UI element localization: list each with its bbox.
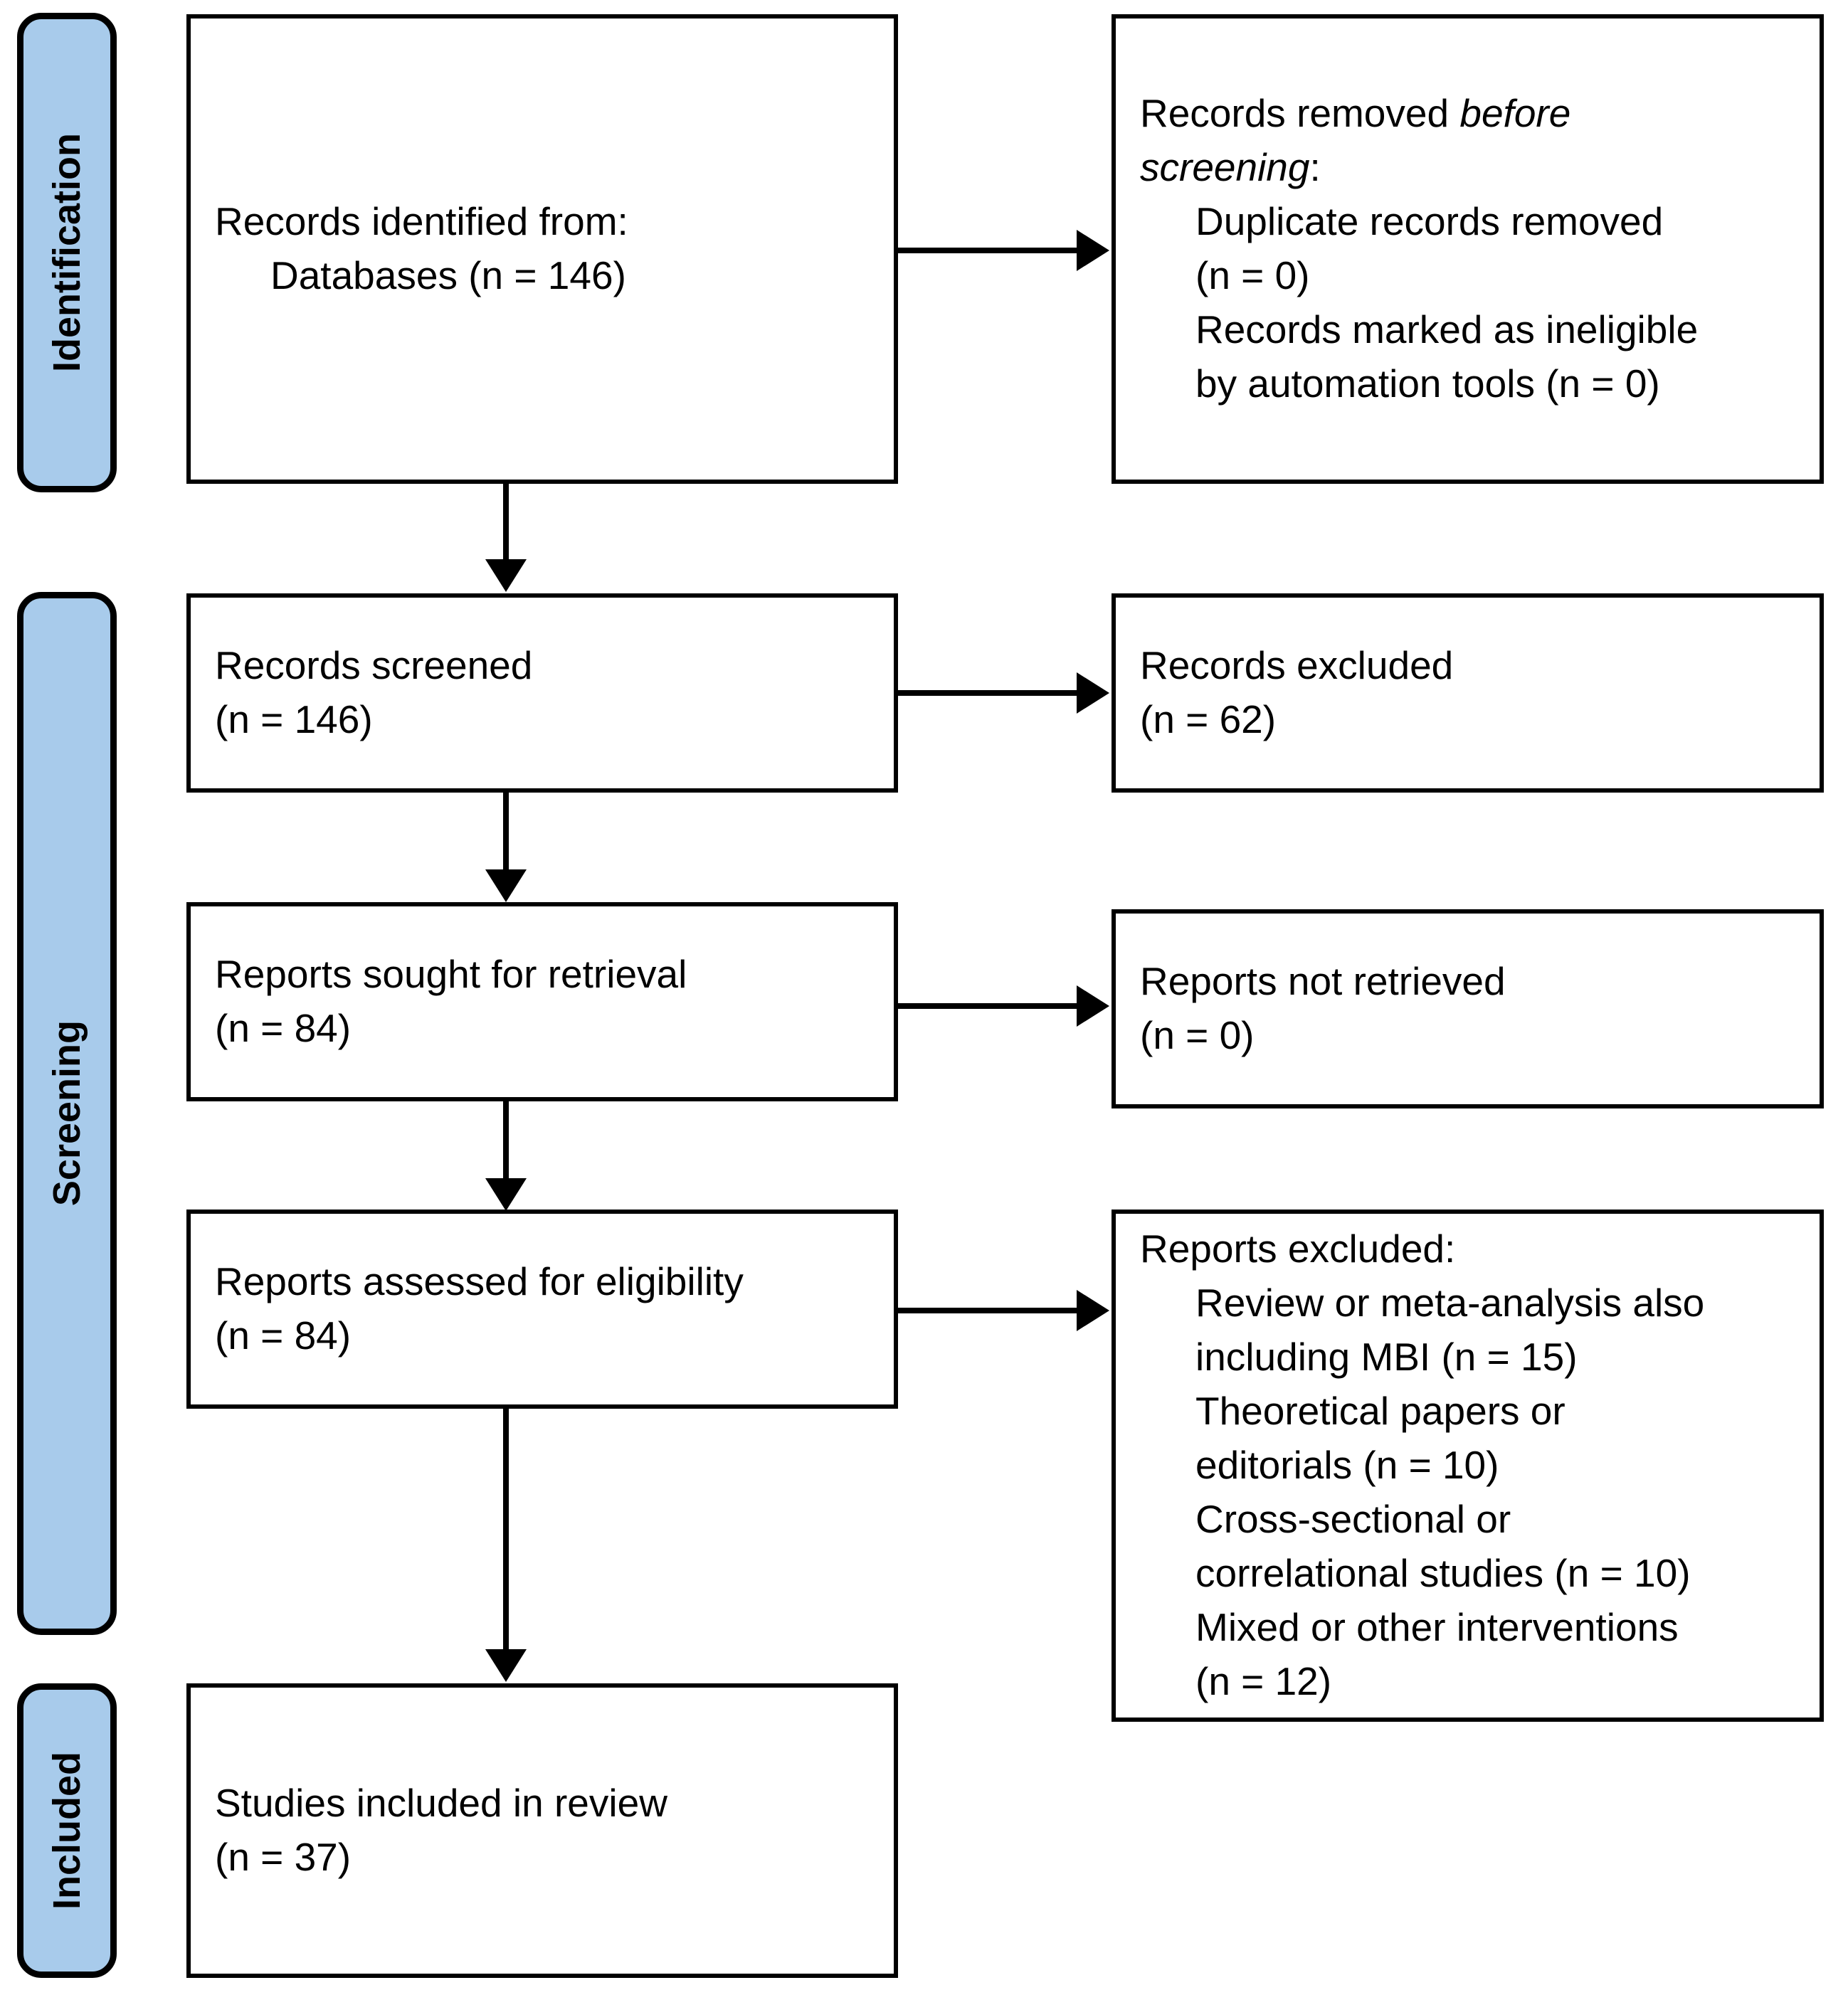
records-removed-line-3: Duplicate records removed: [1195, 199, 1664, 244]
reports-sought-line-2: (n = 84): [215, 1006, 352, 1050]
arrowhead-sought-to-not-retrieved: [1077, 985, 1109, 1027]
box-records-removed-body: Records removed before screening: Duplic…: [1116, 87, 1820, 411]
connector-identified-to-removed: [898, 248, 1080, 253]
records-removed-line-1: Records removed before: [1140, 87, 1795, 141]
reports-assessed-line-1: Reports assessed for eligibility: [215, 1259, 744, 1304]
reports-excluded-line-4: Theoretical papers or: [1195, 1389, 1565, 1434]
stage-label-identification: Identification: [17, 13, 117, 492]
reports-excluded-line-2: Review or meta-analysis also: [1195, 1281, 1705, 1325]
arrowhead-sought-to-assessed: [485, 1178, 527, 1211]
stage-label-included-text: Included: [46, 1751, 88, 1910]
studies-included-line-1: Studies included in review: [215, 1781, 667, 1826]
stage-label-included: Included: [17, 1683, 117, 1978]
arrowhead-identified-to-removed: [1077, 230, 1109, 271]
arrowhead-screened-to-excluded: [1077, 672, 1109, 714]
stage-label-screening: Screening: [17, 592, 117, 1635]
stage-label-screening-text: Screening: [46, 1020, 88, 1207]
connector-assessed-to-included: [503, 1409, 509, 1658]
reports-excluded-line-9: (n = 12): [1195, 1658, 1332, 1703]
arrowhead-screened-to-sought: [485, 869, 527, 902]
records-screened-line-2: (n = 146): [215, 697, 373, 741]
box-studies-included-body: Studies included in review (n = 37): [191, 1777, 894, 1885]
box-records-removed-before-screening: Records removed before screening: Duplic…: [1112, 14, 1824, 484]
reports-excluded-line-6: Cross-sectional or: [1195, 1496, 1511, 1541]
records-removed-line-4: (n = 0): [1195, 253, 1310, 297]
records-identified-line-2: Databases (n = 146): [270, 253, 626, 297]
records-removed-line-6: by automation tools (n = 0): [1195, 361, 1660, 406]
connector-assessed-to-reports-excluded: [898, 1308, 1080, 1313]
records-excluded-line-2: (n = 62): [1140, 697, 1277, 741]
reports-not-retrieved-line-2: (n = 0): [1140, 1013, 1255, 1057]
box-reports-excluded: Reports excluded: Review or meta-analysi…: [1112, 1210, 1824, 1722]
box-reports-assessed-body: Reports assessed for eligibility (n = 84…: [191, 1255, 894, 1363]
records-removed-line-2-plain: :: [1309, 145, 1321, 190]
records-removed-line-1-plain: Records removed: [1140, 91, 1460, 136]
box-records-identified: Records identified from: Databases (n = …: [186, 14, 898, 484]
reports-excluded-line-7: correlational studies (n = 10): [1195, 1550, 1691, 1595]
arrowhead-assessed-to-included: [485, 1649, 527, 1682]
connector-identified-to-screened: [503, 484, 509, 563]
records-removed-line-1-italic: before: [1459, 91, 1571, 136]
box-reports-assessed-for-eligibility: Reports assessed for eligibility (n = 84…: [186, 1210, 898, 1409]
reports-not-retrieved-line-1: Reports not retrieved: [1140, 959, 1506, 1004]
box-reports-excluded-body: Reports excluded: Review or meta-analysi…: [1116, 1222, 1820, 1708]
records-removed-line-2: screening:: [1140, 141, 1795, 195]
box-records-screened-body: Records screened (n = 146): [191, 639, 894, 747]
arrowhead-assessed-to-reports-excluded: [1077, 1290, 1109, 1331]
arrowhead-identified-to-screened: [485, 559, 527, 592]
connector-screened-to-sought: [503, 793, 509, 878]
reports-sought-line-1: Reports sought for retrieval: [215, 952, 687, 997]
studies-included-line-2: (n = 37): [215, 1835, 352, 1879]
box-records-excluded: Records excluded (n = 62): [1112, 593, 1824, 793]
box-reports-not-retrieved-body: Reports not retrieved (n = 0): [1116, 955, 1820, 1063]
stage-label-identification-text: Identification: [46, 133, 88, 372]
box-studies-included-in-review: Studies included in review (n = 37): [186, 1683, 898, 1978]
reports-assessed-line-2: (n = 84): [215, 1313, 352, 1357]
reports-excluded-line-3: including MBI (n = 15): [1195, 1335, 1578, 1380]
records-excluded-line-1: Records excluded: [1140, 643, 1454, 688]
box-reports-not-retrieved: Reports not retrieved (n = 0): [1112, 909, 1824, 1108]
records-removed-line-5: Records marked as ineligible: [1195, 307, 1699, 351]
box-records-excluded-body: Records excluded (n = 62): [1116, 639, 1820, 747]
reports-excluded-line-1: Reports excluded:: [1140, 1227, 1456, 1271]
box-reports-sought-body: Reports sought for retrieval (n = 84): [191, 948, 894, 1056]
records-identified-line-1: Records identified from:: [215, 199, 628, 244]
box-records-screened: Records screened (n = 146): [186, 593, 898, 793]
reports-excluded-line-8: Mixed or other interventions: [1195, 1604, 1679, 1649]
box-records-identified-body: Records identified from: Databases (n = …: [191, 195, 894, 303]
connector-screened-to-excluded: [898, 690, 1080, 696]
records-removed-line-2-italic: screening: [1140, 145, 1310, 190]
connector-sought-to-not-retrieved: [898, 1003, 1080, 1009]
box-reports-sought-for-retrieval: Reports sought for retrieval (n = 84): [186, 902, 898, 1101]
records-screened-line-1: Records screened: [215, 643, 533, 688]
connector-sought-to-assessed: [503, 1101, 509, 1188]
reports-excluded-line-5: editorials (n = 10): [1195, 1443, 1499, 1488]
